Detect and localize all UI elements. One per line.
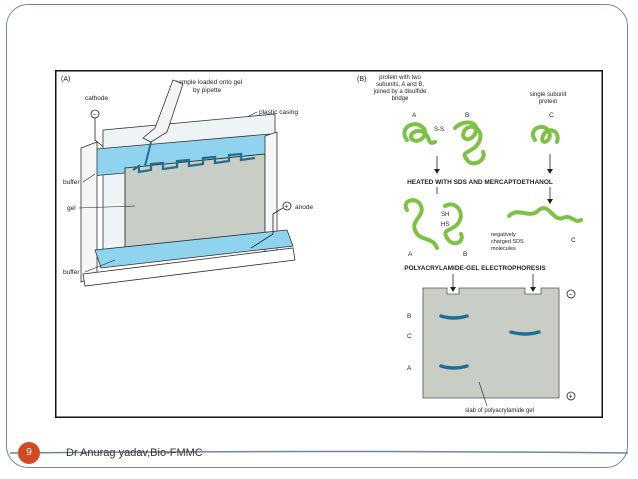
pipette xyxy=(142,79,184,143)
panel-b-tag: (B) xyxy=(357,76,366,83)
gel-wells xyxy=(132,152,256,174)
two-subunit-line2: subunits, A and B, xyxy=(376,82,424,88)
pipette-stream xyxy=(144,141,152,167)
sample-label-line2: by pipette xyxy=(193,87,222,94)
denatured-a xyxy=(403,198,439,250)
electrophoresis-figure: (A) sample loaded onto gel by pipette ca… xyxy=(55,70,603,418)
page-electrophoresis-label: POLYACRYLAMIDE-GEL ELECTROPHORESIS xyxy=(404,265,546,272)
gel-minus: − xyxy=(569,292,573,299)
gel-label: gel xyxy=(67,205,76,212)
top-label-a: A xyxy=(412,112,417,119)
band-a-label: A xyxy=(407,365,412,372)
gel-slab xyxy=(422,287,560,399)
protein-c xyxy=(531,124,560,144)
left-post xyxy=(80,141,98,283)
arrow-4-head xyxy=(547,199,553,204)
two-subunit-line4: bridge xyxy=(392,96,409,102)
author-footer: Dr Anurag yadav,Bio-FMMC xyxy=(66,447,203,459)
sample-label-line1: sample loaded onto gel xyxy=(175,79,243,86)
buffer-bottom-label: buffer xyxy=(63,269,80,276)
two-subunit-line3: joined by a disulfide xyxy=(373,89,427,95)
sds-line2: charged SDS xyxy=(491,239,524,245)
buffer-top-leader xyxy=(82,173,96,183)
page-number-badge: 9 xyxy=(18,442,40,464)
band-a xyxy=(439,364,469,370)
plastic-casing-label: plastic casing xyxy=(259,109,298,116)
band-c xyxy=(509,330,541,336)
gel-anode-terminal xyxy=(566,391,576,401)
arrow-2-head xyxy=(547,169,553,174)
gel-leader xyxy=(78,205,136,209)
arrow-5-head xyxy=(450,287,456,292)
footer-decoration xyxy=(9,450,629,454)
sds-line1: negatively xyxy=(491,232,516,238)
gel-cathode-terminal xyxy=(566,289,576,299)
slab-leader xyxy=(478,381,488,407)
cathode-sign: − xyxy=(93,112,97,119)
arrow-6-head xyxy=(530,287,536,292)
denatured-b xyxy=(443,202,464,246)
sh-label: SH xyxy=(441,212,449,218)
sds-line3: molecules xyxy=(491,246,516,252)
mid-label-a: A xyxy=(408,251,413,258)
anode-sign: + xyxy=(285,204,289,211)
mid-label-b: B xyxy=(463,251,467,258)
hs-label: HS xyxy=(441,222,449,228)
buffer-top-label: buffer xyxy=(63,179,80,186)
anode-label: anode xyxy=(295,204,313,211)
panel-a-tag: (A) xyxy=(61,76,70,83)
top-label-b: B xyxy=(465,112,469,119)
arrow-1-head xyxy=(434,169,440,174)
protein-subunit-a xyxy=(402,122,437,145)
lower-buffer xyxy=(94,229,294,269)
mid-label-c: C xyxy=(571,237,576,244)
single-subunit-line1: single subunit xyxy=(530,92,567,98)
cathode-label: cathode xyxy=(85,95,109,102)
anode-wire xyxy=(250,207,284,249)
gel-plus: + xyxy=(569,394,573,401)
slab-label: slab of polyacrylamide gel xyxy=(465,408,534,414)
denatured-c xyxy=(507,206,583,223)
two-subunit-line1: protein with two xyxy=(379,75,421,81)
buffer-bottom-leader xyxy=(84,259,116,273)
single-subunit-line2: protein xyxy=(539,99,557,105)
heated-label: HEATED WITH SDS AND MERCAPTOETHANOL xyxy=(407,179,553,186)
tray-base xyxy=(82,247,296,287)
protein-subunit-b xyxy=(453,120,486,166)
disulfide-label: S-S xyxy=(434,127,444,133)
band-b xyxy=(439,314,469,320)
band-c-label: C xyxy=(407,333,412,340)
top-label-c: C xyxy=(549,112,554,119)
anode-terminal xyxy=(282,201,292,211)
band-b-label: B xyxy=(407,313,411,320)
